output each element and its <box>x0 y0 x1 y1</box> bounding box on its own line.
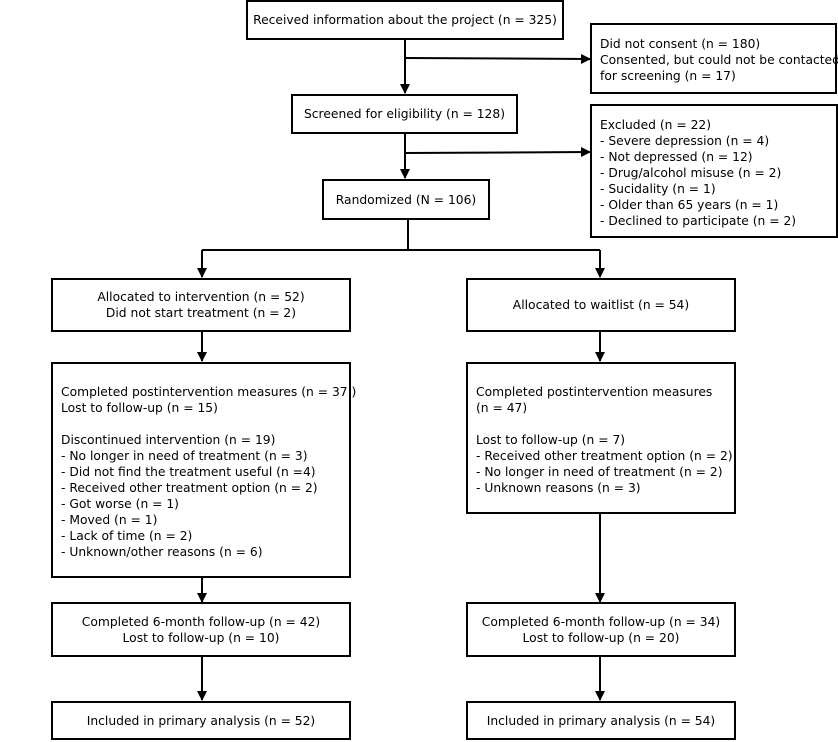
box-text-line: - Sucidality (n = 1) <box>600 182 716 196</box>
box-text-line: Completed 6-month follow-up (n = 42) <box>81 614 321 629</box>
box-text-line: Lost to follow-up (n = 15) <box>61 401 218 415</box>
randomized-box: Randomized (N = 106) <box>322 179 490 220</box>
box-text-line: Allocated to waitlist (n = 54) <box>512 298 690 312</box>
received-box: Received information about the project (… <box>246 0 564 40</box>
box-text-line: Received information about the project (… <box>253 13 557 27</box>
box-text-line: Lost to follow-up (n = 10) <box>122 630 280 645</box>
box-text-line: Completed postintervention measures (n =… <box>61 385 357 399</box>
box-text-line: Lost to follow-up (n = 20) <box>522 630 680 645</box>
box-text-line: for screening (n = 17) <box>600 69 736 83</box>
arrow-to-excluded <box>404 147 591 158</box>
box-text-line: - Severe depression (n = 4) <box>600 134 770 148</box>
excluded-box: Excluded (n = 22) - Severe depression (n … <box>590 104 838 238</box>
box-text-line: - Did not find the treatment useful (n =… <box>61 465 316 479</box>
box-text-line <box>61 416 341 432</box>
box-text-line: - Declined to participate (n = 2) <box>600 214 797 228</box>
postintervention-intervention-box: Completed postintervention measures (n =… <box>51 362 357 578</box>
allocated-intervention-box: Allocated to intervention (n = 52) Did no… <box>51 278 351 332</box>
followup-waitlist-box: Completed 6-month follow-up (n = 34)Lost… <box>466 602 736 657</box>
postintervention-waitlist-box: Completed postintervention measures (n = … <box>466 362 736 514</box>
box-text-line: - Not depressed (n = 12) <box>600 150 753 164</box>
allocated-waitlist-box: Allocated to waitlist (n = 54) <box>466 278 736 332</box>
box-text-line: Randomized (N = 106) <box>335 192 477 207</box>
followup-intervention-box: Completed 6-month follow-up (n = 42)Lost… <box>51 602 351 657</box>
box-text-line: - Moved (n = 1) <box>61 513 158 527</box>
box-text-line: Discontinued intervention (n = 19) <box>61 433 276 447</box>
box-text-line: Lost to follow-up (n = 7) <box>476 433 626 447</box>
box-text-line: - Unknown reasons (n = 3) <box>476 481 641 495</box>
not-consented-box: Did not consent (n = 180) Consented, but … <box>590 23 838 94</box>
box-text-line: - No longer in need of treatment (n = 2) <box>476 465 723 479</box>
box-text-line: Screened for eligibility (n = 128) <box>303 107 506 121</box>
box-text-line: Allocated to intervention (n = 52) <box>97 290 305 304</box>
box-text-line <box>476 416 726 432</box>
box-text-line: - Drug/alcohol misuse (n = 2) <box>600 166 782 180</box>
box-text-line: (n = 47) <box>476 401 528 415</box>
split-connector <box>202 220 409 251</box>
screened-box: Screened for eligibility (n = 128) <box>291 94 518 134</box>
box-text-line: Did not start treatment (n = 2) <box>105 306 297 320</box>
box-text-line: Included in primary analysis (n = 52) <box>86 713 316 728</box>
box-text-line: Did not consent (n = 180) <box>600 37 761 51</box>
box-text-line: - Got worse (n = 1) <box>61 497 179 511</box>
included-intervention-box: Included in primary analysis (n = 52) <box>51 701 351 740</box>
box-text-line: - Received other treatment option (n = 2… <box>476 449 733 463</box>
box-text-line: Consented, but could not be contacted <box>600 53 838 67</box>
box-text-line: - No longer in need of treatment (n = 3) <box>61 449 308 463</box>
included-waitlist-box: Included in primary analysis (n = 54) <box>466 701 736 740</box>
box-text-line: - Unknown/other reasons (n = 6) <box>61 545 263 559</box>
box-text-line: Excluded (n = 22) <box>600 118 712 132</box>
box-text-line: Completed 6-month follow-up (n = 34) <box>481 614 721 629</box>
box-text-line: Included in primary analysis (n = 54) <box>486 713 716 728</box>
arrow-to-not-consent <box>404 53 591 64</box>
box-text-line: - Received other treatment option (n = 2… <box>61 481 318 495</box>
box-text-line: - Older than 65 years (n = 1) <box>600 198 779 212</box>
box-text-line: Completed postintervention measures <box>476 385 713 399</box>
box-text-line: - Lack of time (n = 2) <box>61 529 193 543</box>
